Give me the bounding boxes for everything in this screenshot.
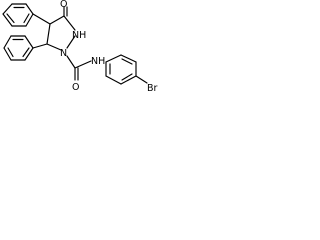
chemical-structure: O NH N O NH Br xyxy=(0,0,193,104)
phenyl-ring-upper xyxy=(2,3,34,27)
ring-nh-label: NH xyxy=(72,30,86,41)
phenyl-ring-lower xyxy=(3,35,34,61)
pyrazolidinone-ring xyxy=(46,6,76,51)
amide-oxygen-label: O xyxy=(72,82,79,93)
carbonyl-oxygen-label: O xyxy=(60,0,67,10)
carboxamide-group xyxy=(66,55,92,81)
bromophenyl-ring xyxy=(105,54,148,85)
ring-n-label: N xyxy=(60,48,67,59)
background xyxy=(0,0,193,104)
phenyl-attachment-bonds xyxy=(32,13,51,49)
bromine-label: Br xyxy=(147,83,158,94)
amide-nh-label: NH xyxy=(91,56,105,67)
